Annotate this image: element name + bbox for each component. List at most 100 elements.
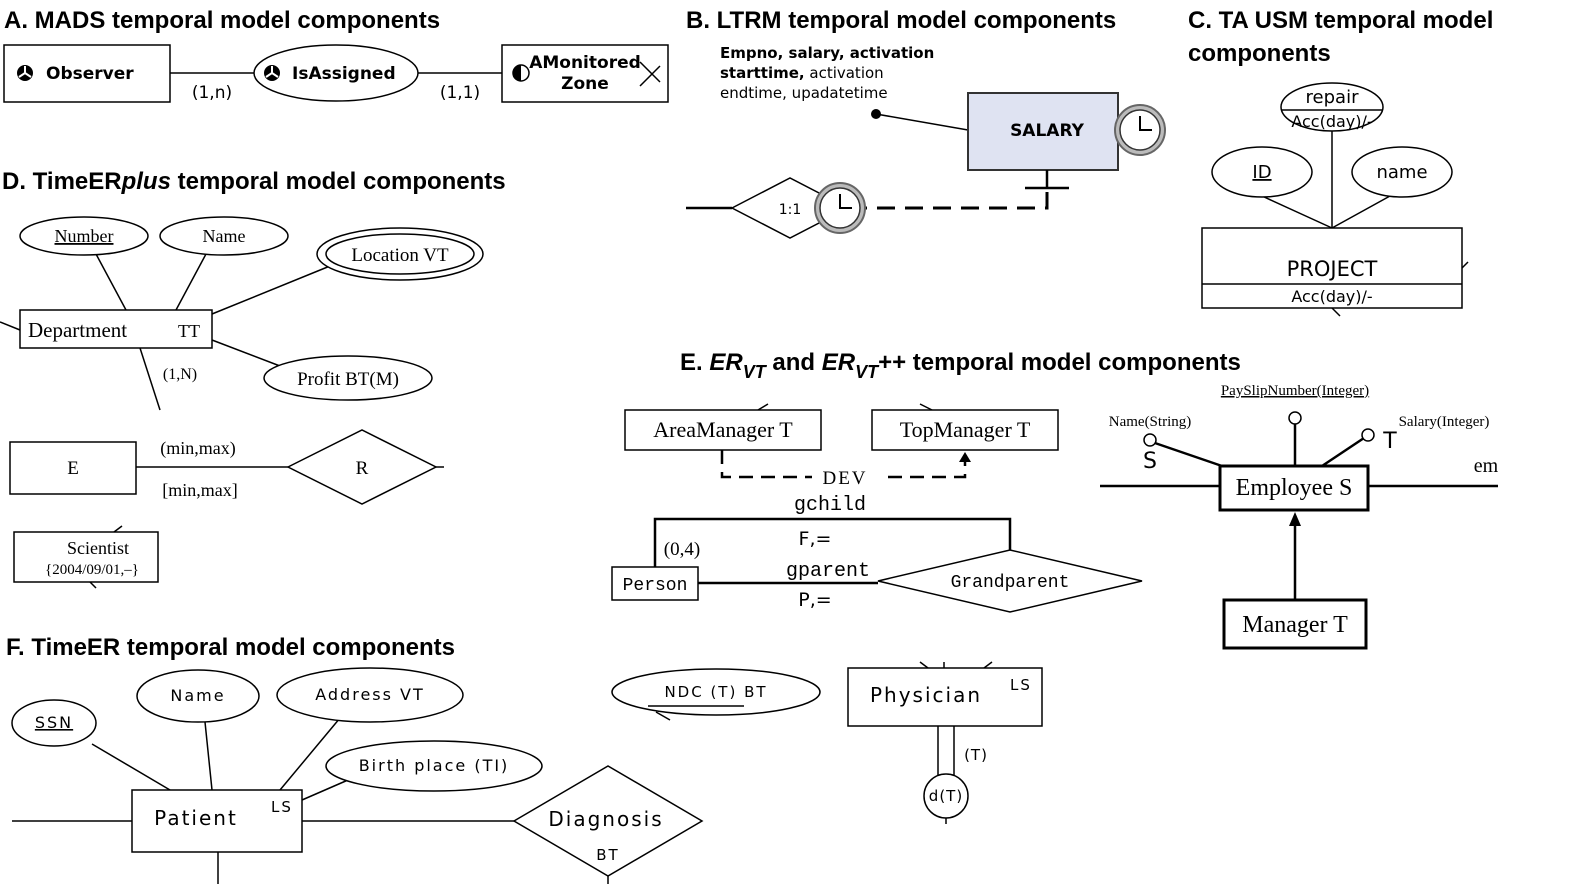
- department-label: Department: [28, 318, 127, 342]
- zone-label-line2: Zone: [561, 74, 609, 94]
- profit-label: Profit BT(M): [297, 369, 399, 390]
- project-label: PROJECT: [1287, 257, 1378, 281]
- manager-label: Manager T: [1242, 612, 1348, 638]
- name-label: name: [1376, 162, 1427, 183]
- address-attribute: [276, 667, 464, 723]
- isa-arrowhead: [1289, 512, 1301, 526]
- project-acc-label: Acc(day)/-: [1291, 287, 1372, 306]
- salary-entity: [967, 92, 1119, 171]
- dev-arrowhead: [959, 452, 971, 462]
- ssn-attribute: [11, 699, 97, 747]
- payslip-attr-circle: [1288, 411, 1302, 425]
- ervt-diagram: AreaManager T TopManager T DEV Person Gr…: [611, 383, 1499, 650]
- ndc-label: NDC (T) BT: [664, 683, 767, 701]
- name-string-label: Name(String): [1109, 414, 1191, 430]
- section-e-title: E. ERVT and ERVT++ temporal model compon…: [680, 349, 1241, 382]
- dt-label: d(T): [929, 787, 963, 805]
- patient-ls: LS: [271, 798, 293, 816]
- ltrm-attr-line3: endtime, upadatetime: [720, 84, 888, 102]
- zone-spatial-icon: [639, 61, 661, 87]
- salary-clock-icon: [1114, 104, 1166, 156]
- card-04: (0,4): [664, 539, 700, 560]
- name-s-mark: S: [1143, 449, 1157, 474]
- card-left: (1,n): [192, 83, 232, 103]
- ssn-label: SSN: [35, 713, 73, 732]
- id-label: ID: [1252, 162, 1271, 183]
- observer-label: Observer: [46, 64, 134, 84]
- department-tt: TT: [178, 321, 200, 341]
- id-attribute: [1211, 146, 1313, 198]
- diagnosis-label: Diagnosis: [548, 807, 663, 831]
- observer-temporal-icon: [17, 65, 33, 81]
- repair-label: repair: [1306, 87, 1360, 108]
- name-attr-circle: [1143, 433, 1157, 447]
- birthplace-attribute: [325, 740, 543, 792]
- zone-label-line1: AMonitored: [529, 53, 641, 73]
- dept-card: (1,N): [163, 366, 197, 383]
- timeerplus-diagram: Number Name Location VT Department TT Pr…: [0, 216, 484, 589]
- card-right: (1,1): [440, 83, 480, 103]
- name-attribute: [1351, 146, 1453, 198]
- minmax-round: (min,max): [160, 438, 235, 459]
- topmanager-label: TopManager T: [900, 417, 1031, 442]
- ndc-attribute: [611, 668, 821, 716]
- t-card-label: (T): [964, 746, 988, 764]
- areamanager-entity: [624, 409, 822, 451]
- section-d-title: D. TimeERplus temporal model components: [2, 168, 506, 195]
- physician-entity: [847, 667, 1043, 727]
- grandparent-relationship: [877, 549, 1143, 613]
- mads-diagram: Observer IsAssigned AMonitored Zone (1,n…: [3, 44, 669, 103]
- r-label: R: [356, 458, 369, 479]
- section-a-title: A. MADS temporal model components: [4, 7, 440, 34]
- employee-entity: [1218, 464, 1370, 512]
- relationship-clock-icon: [814, 182, 866, 234]
- isassigned-temporal-icon: [264, 65, 280, 81]
- patient-label: Patient: [154, 806, 238, 830]
- diagnosis-bt: BT: [596, 846, 619, 864]
- location-attribute: [316, 227, 484, 281]
- person-entity: [611, 566, 699, 601]
- number-label: Number: [55, 226, 114, 246]
- e-entity: [9, 441, 137, 495]
- salary-attr-circle: [1361, 428, 1375, 442]
- payslip-label: PaySlipNumber(Integer): [1221, 383, 1369, 399]
- physician-ls: LS: [1010, 676, 1032, 694]
- ltrm-attr-line1: Empno, salary, activation: [720, 44, 934, 62]
- areamanager-label: AreaManager T: [653, 417, 793, 442]
- employee-label: Employee S: [1236, 475, 1353, 501]
- p-eq-label: P,=: [798, 589, 831, 611]
- name-label-f: Name: [170, 686, 225, 705]
- department-entity: [19, 309, 213, 349]
- gparent-label: gparent: [786, 560, 870, 583]
- name-attribute-f: [136, 669, 260, 723]
- salary-label: SALARY: [1010, 121, 1085, 141]
- name-label-d: Name: [203, 226, 246, 246]
- salary-int-label: Salary(Integer): [1399, 414, 1490, 430]
- ltrm-attr-line2: starttime, activation: [720, 64, 884, 82]
- scientist-date: {2004/09/01,–}: [45, 562, 139, 578]
- isassigned-label: IsAssigned: [292, 64, 396, 84]
- number-attribute: [19, 216, 149, 256]
- ltrm-ratio: 1:1: [779, 202, 802, 218]
- salary-t-mark: T: [1382, 429, 1397, 454]
- physician-label: Physician: [870, 683, 982, 707]
- minmax-square: [min,max]: [162, 480, 237, 500]
- ta-usm-diagram: repair Acc(day)/- ID name PROJECT Acc(da…: [1201, 82, 1469, 317]
- zone-temporal-icon: [512, 64, 530, 82]
- topmanager-entity: [871, 409, 1059, 451]
- isassigned-relationship: [253, 44, 419, 102]
- manager-entity: [1222, 598, 1368, 650]
- section-b-title: B. LTRM temporal model components: [686, 7, 1116, 34]
- name-attribute-d: [159, 216, 289, 256]
- f-eq-label: F,=: [799, 528, 832, 550]
- gchild-label: gchild: [794, 494, 866, 517]
- r-relationship: [286, 429, 438, 505]
- timeer-diagram: SSN Name Address VT Birth place (TI) Pat…: [11, 661, 1043, 884]
- birthplace-label: Birth place (TI): [359, 756, 510, 775]
- section-c-title-line1: C. TA USM temporal model: [1188, 7, 1493, 34]
- grandparent-label: Grandparent: [951, 573, 1070, 593]
- dev-label: DEV: [822, 468, 867, 489]
- scientist-entity: [13, 531, 159, 583]
- scientist-label: Scientist: [67, 538, 129, 558]
